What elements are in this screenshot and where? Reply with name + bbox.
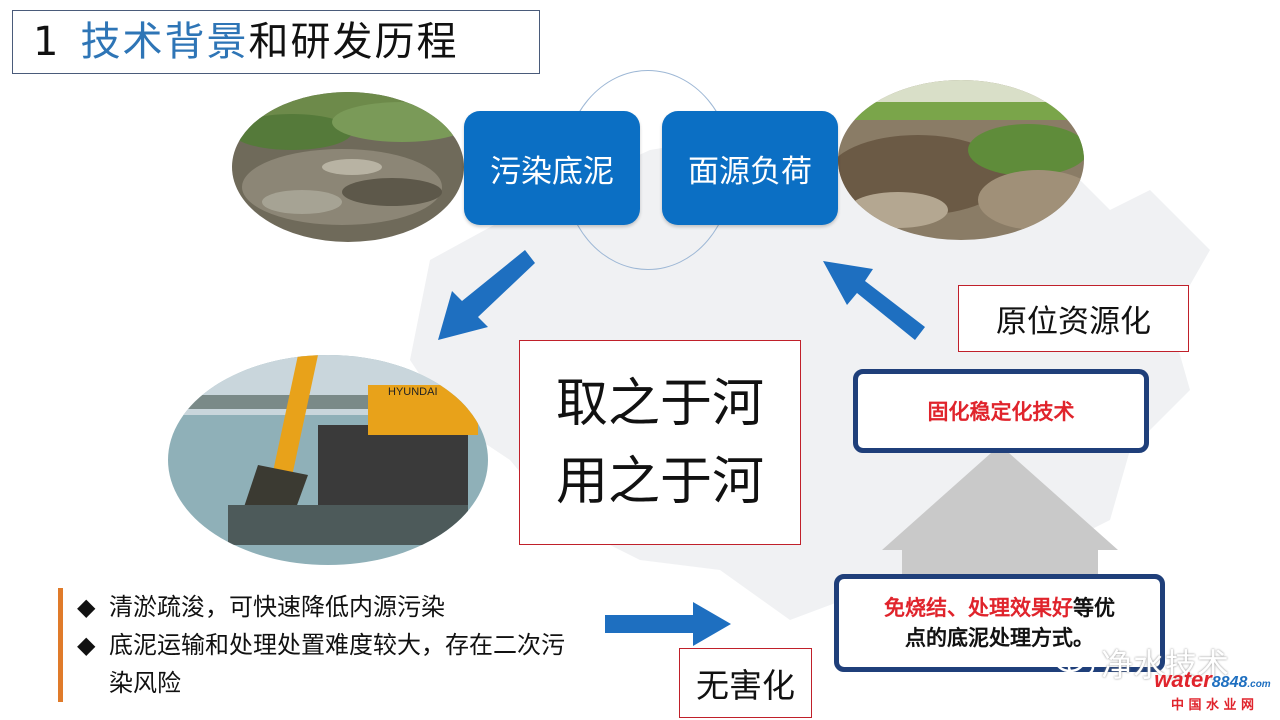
site-watermark: water8848.com 中 国 水 业 网 [1150, 670, 1275, 717]
diamond-bullet-icon: ◆ [77, 588, 109, 626]
bullet-text-2: 底泥运输和处理处置难度较大，存在二次污染风险 [109, 626, 578, 702]
pollution-sediment-box: 污染底泥 [464, 111, 640, 225]
arrow-up-left [815, 255, 930, 345]
wechat-icon [1055, 646, 1095, 680]
slogan-box: 取之于河 用之于河 [519, 340, 801, 545]
site-subtitle: 中 国 水 业 网 [1150, 695, 1275, 717]
harmless-box: 无害化 [679, 648, 812, 718]
title-rest: 和研发历程 [248, 22, 458, 62]
title-highlight: 技术背景 [80, 22, 248, 62]
in-situ-resource-box: 原位资源化 [958, 285, 1189, 352]
treatment-method-black: 等优 [1073, 596, 1115, 620]
site-brand-tld: .com [1247, 679, 1270, 690]
bullet-item-1: ◆ 清淤疏浚，可快速降低内源污染 [77, 588, 578, 626]
site-brand-num: 8848 [1212, 674, 1248, 691]
bullet-text-1: 清淤疏浚，可快速降低内源污染 [109, 588, 445, 626]
in-situ-resource-label: 原位资源化 [996, 296, 1151, 341]
title-number: 1 [33, 22, 58, 62]
harmless-label: 无害化 [696, 659, 795, 707]
diamond-bullet-icon: ◆ [77, 626, 109, 702]
pollution-sediment-label: 污染底泥 [490, 146, 614, 191]
sediment-photo [232, 92, 464, 242]
arrow-right [605, 600, 733, 648]
nonpoint-load-box: 面源负荷 [662, 111, 838, 225]
slogan-line2: 用之于河 [556, 443, 764, 521]
treatment-method-highlight: 免烧结、处理效果好 [884, 596, 1073, 620]
nonpoint-load-label: 面源负荷 [688, 146, 812, 191]
bullet-list: ◆ 清淤疏浚，可快速降低内源污染 ◆ 底泥运输和处理处置难度较大，存在二次污染风… [58, 588, 578, 702]
solidification-tech-box: 固化稳定化技术 [853, 369, 1149, 453]
page-title: 1 技术背景 和研发历程 [12, 10, 540, 74]
excavator-brand: HYUNDAI [388, 386, 438, 398]
grey-up-arrow [882, 445, 1118, 585]
site-brand: water [1154, 667, 1211, 692]
solidification-tech-label: 固化稳定化技术 [928, 396, 1075, 426]
arrow-down-left [430, 245, 540, 345]
bullet-item-2: ◆ 底泥运输和处理处置难度较大，存在二次污染风险 [77, 626, 578, 702]
treatment-method-line1: 免烧结、处理效果好等优 [884, 593, 1115, 623]
dredging-photo: HYUNDAI [168, 355, 488, 565]
slogan-line1: 取之于河 [556, 365, 764, 443]
riverbank-photo [838, 80, 1084, 240]
